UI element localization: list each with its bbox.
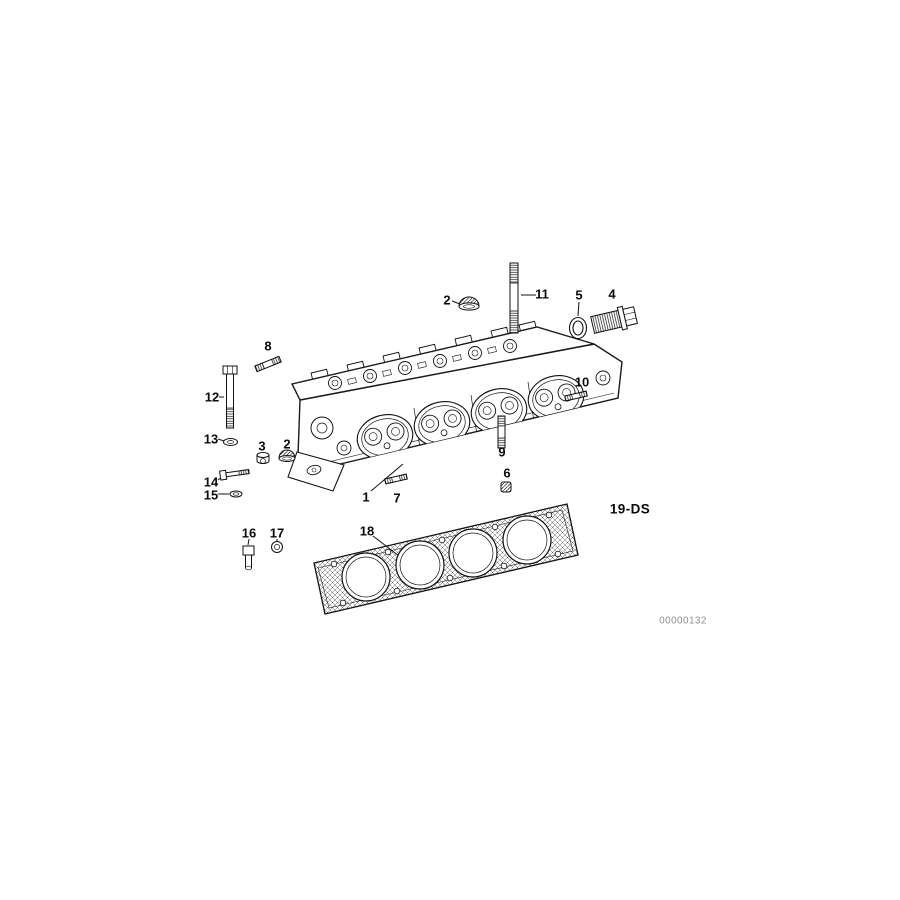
cylinder-head-body [287, 320, 623, 492]
part-label-5: 5 [575, 287, 583, 303]
washer-13 [223, 438, 238, 446]
part-label-4: 4 [608, 286, 616, 302]
dowel-16 [242, 545, 255, 571]
part-label-9: 9 [498, 444, 506, 460]
part-label-15: 15 [203, 487, 219, 503]
part-label-16: 16 [241, 525, 257, 541]
part-label-14: 14 [203, 474, 219, 490]
part-label-6: 6 [503, 465, 511, 481]
part-label-12: 12 [204, 389, 220, 405]
part-label-11: 11 [535, 286, 549, 302]
hex-bolt-12 [222, 365, 238, 429]
part-label-18: 18 [359, 523, 375, 539]
assembly-code-label: 19-DS [609, 501, 651, 517]
stud-8 [254, 355, 282, 373]
drawing-number: 00000132 [659, 615, 707, 627]
part-label-2b: 2 [283, 436, 291, 452]
gasket-bores [341, 515, 552, 602]
part-label-10: 10 [574, 374, 590, 390]
part-label-17: 17 [269, 525, 285, 541]
part-label-8: 8 [264, 338, 272, 354]
sealing-cap-2-top [458, 296, 480, 311]
cap-nut-6 [500, 481, 512, 493]
stud-7 [384, 473, 408, 485]
timing-flange [287, 451, 345, 492]
stud-bolt-11 [509, 262, 519, 334]
part-label-2a: 2 [443, 292, 451, 308]
bolt-14 [219, 469, 250, 481]
gasket-bolt-holes [330, 511, 562, 607]
part-label-3: 3 [258, 438, 266, 454]
ring-17 [271, 541, 283, 553]
combustion-chambers [310, 370, 615, 465]
part-label-1: 1 [362, 489, 370, 505]
head-gasket [313, 503, 579, 615]
stud-9 [497, 415, 506, 449]
sealing-cap-2-lower [278, 449, 296, 462]
stud-10 [564, 390, 588, 402]
o-ring-5 [568, 316, 588, 340]
valve-spring-seats [328, 339, 517, 390]
part-label-13: 13 [203, 431, 219, 447]
part-label-7: 7 [393, 490, 401, 506]
screw-plug-4 [590, 305, 639, 334]
washer-15 [229, 490, 243, 498]
valve-seal-3 [256, 452, 270, 464]
